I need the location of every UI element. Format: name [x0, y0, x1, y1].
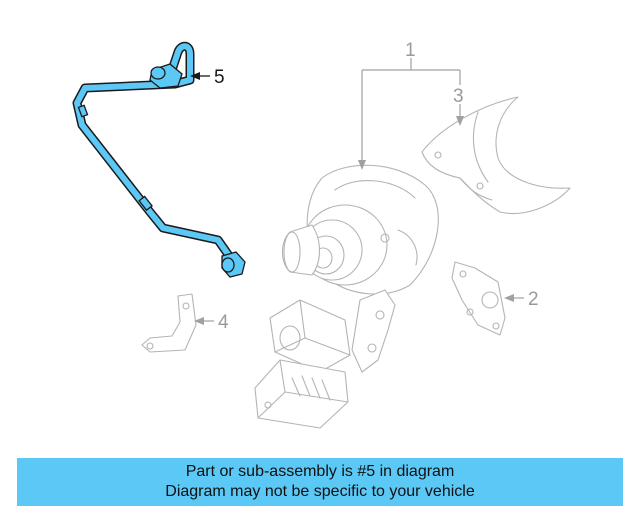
part-1-turbocharger [254, 164, 439, 429]
callout-1: 1 [405, 40, 416, 61]
banner-line-disclaimer: Diagram may not be specific to your vehi… [165, 483, 475, 500]
part-4-bracket [141, 293, 197, 353]
part-5-oil-line [72, 41, 246, 278]
part-3-heat-shield [421, 96, 571, 214]
parts-diagram: 1 3 2 4 5 [72, 40, 571, 429]
banner-line-part: Part or sub-assembly is #5 in diagram [185, 463, 455, 480]
info-banner: Part or sub-assembly is #5 in diagram Di… [17, 458, 623, 506]
callout-4: 4 [218, 312, 229, 333]
callout-2: 2 [528, 289, 539, 310]
leader-lines [190, 58, 524, 325]
callout-5: 5 [214, 67, 225, 88]
part-2-gasket [451, 261, 506, 336]
callout-3: 3 [453, 86, 464, 107]
